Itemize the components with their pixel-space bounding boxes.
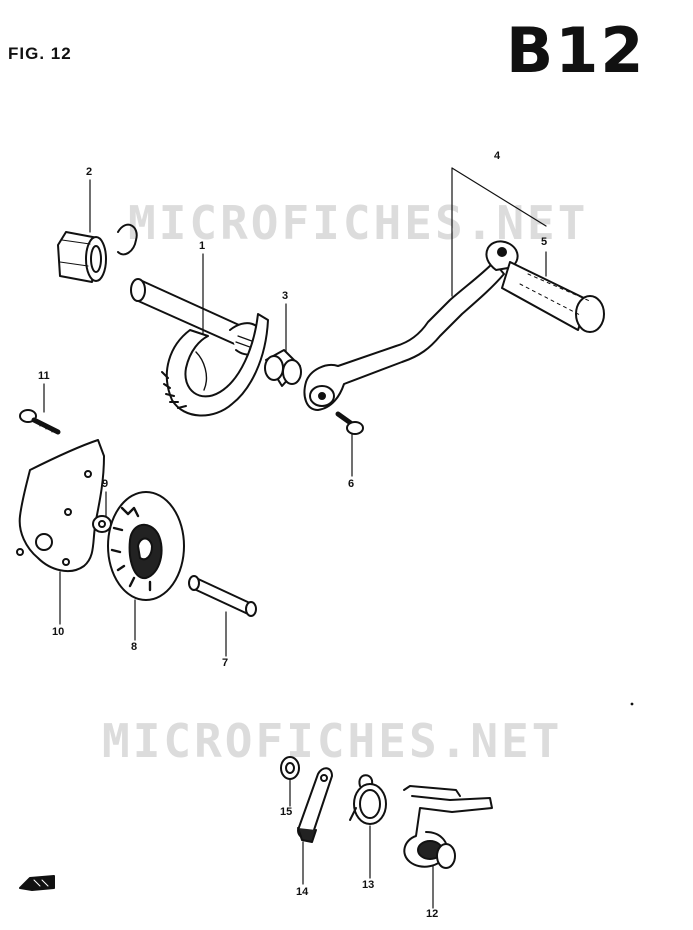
part-12-arm [403,785,493,869]
callout-15: 15 [280,806,293,818]
part-15-bushing [280,756,300,780]
figure-label: FIG. 12 [8,44,72,63]
callout-11: 11 [38,370,50,382]
callout-6: 6 [348,478,355,490]
part-13-spring [349,774,387,825]
page-code: B12 [506,14,646,87]
callout-13: 13 [362,879,375,891]
callout-10: 10 [52,626,65,638]
part-14-stopper [297,767,333,843]
callout-1: 1 [199,240,206,252]
callout-3: 3 [282,290,289,302]
leader-lines [43,167,547,909]
callout-12: 12 [426,908,439,920]
speck [630,702,634,706]
callout-9: 9 [102,478,109,490]
watermark-bottom: MICROFICHES.NET [102,714,563,768]
part-6-bolt [335,411,364,435]
part-1-kick-shaft [130,278,269,417]
callout-5: 5 [541,236,548,248]
callout-7: 7 [222,657,229,669]
part-3-spacer [264,349,302,387]
part-7-pin [188,575,257,617]
part-9-washer [92,515,112,533]
part-10-guide-plate [16,439,105,573]
front-arrow-icon [19,875,55,891]
callout-14: 14 [296,886,309,898]
callout-2: 2 [86,166,93,178]
callout-4: 4 [494,150,501,162]
part-11-screw [19,409,61,435]
part-8-ratchet-gear [107,491,185,601]
callout-8: 8 [131,641,138,653]
part-4-kick-lever [303,240,605,411]
watermark-top: MICROFICHES.NET [128,196,589,250]
part-2-bushing [57,223,138,283]
